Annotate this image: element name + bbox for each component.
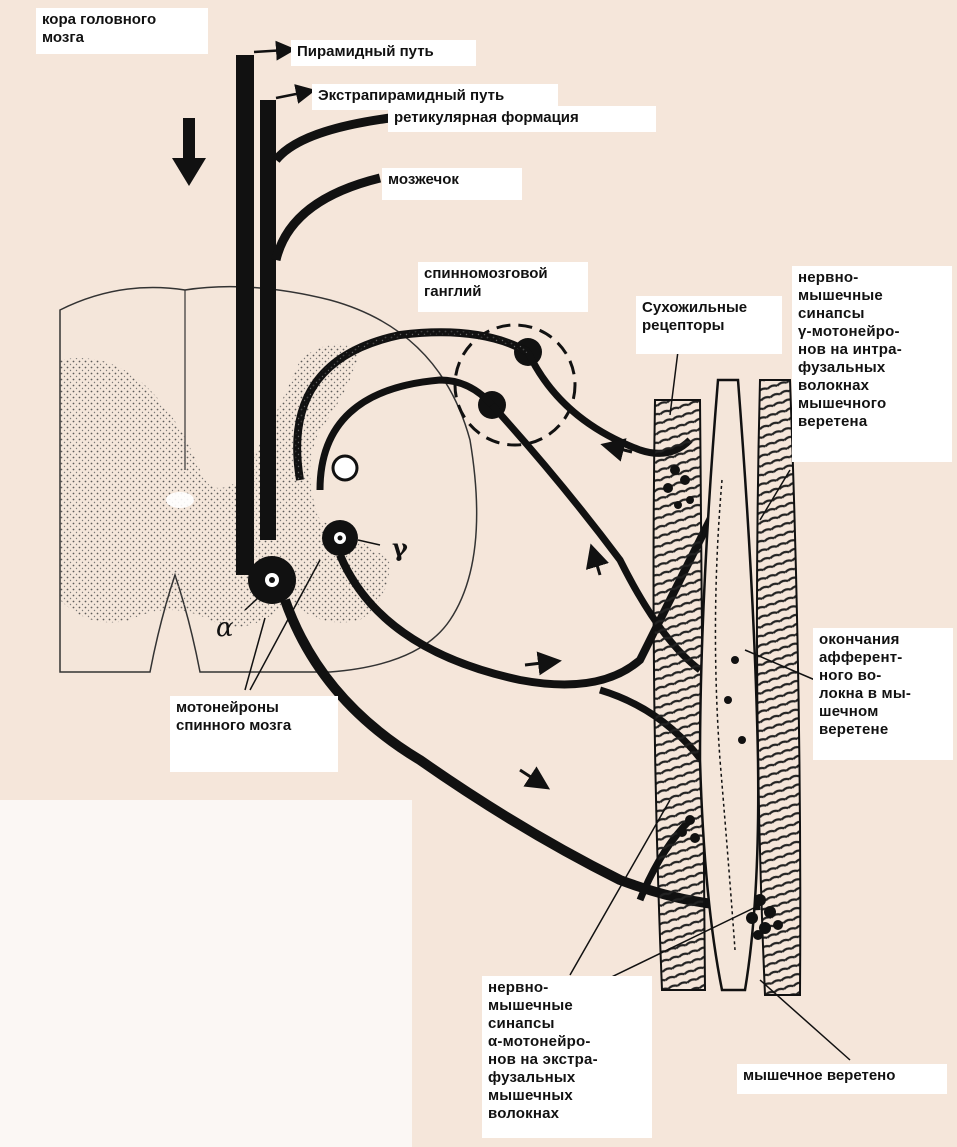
label-cerebellum: мозжечок	[382, 168, 522, 200]
label-pyramidal-tract: Пирамидный путь	[291, 40, 476, 66]
label-spinal-ganglion: спинномозговой ганглий	[418, 262, 588, 312]
nerve-endings	[663, 465, 783, 940]
afferent-fibers	[293, 328, 703, 673]
gamma-motoneuron	[322, 520, 358, 556]
label-muscle-spindle: мышечное веретено	[737, 1064, 947, 1094]
label-reticular-formation: ретикулярная формация	[388, 106, 656, 132]
muscle-fibers	[652, 378, 802, 996]
gamma-letter: γ	[392, 533, 408, 562]
conduction-arrows	[519, 438, 633, 790]
extrapyramidal-tract	[260, 84, 391, 540]
descending-direction-arrow-icon	[172, 118, 206, 186]
leader-lines	[244, 334, 851, 1061]
blank-caption-panel	[0, 800, 412, 1147]
label-cortex: кора головного мозга	[36, 8, 208, 54]
label-afferent-endings: окончания афферент- ного во- локна в мы-…	[813, 628, 953, 760]
label-extrapyramidal-tract: Экстрапирамидный путь	[312, 84, 558, 110]
alpha-motoneuron	[248, 556, 296, 604]
label-motoneurons: мотонейроны спинного мозга	[170, 696, 338, 772]
label-gamma-synapses: нервно- мышечные синапсы γ-мотонейро- но…	[792, 266, 952, 462]
gray-matter	[60, 344, 390, 627]
alpha-letter: α	[216, 613, 234, 643]
label-tendon-receptors: Сухожильные рецепторы	[636, 296, 782, 354]
pyramidal-tract	[236, 40, 296, 575]
label-alpha-synapses: нервно- мышечные синапсы α-мотонейро- но…	[482, 976, 652, 1138]
